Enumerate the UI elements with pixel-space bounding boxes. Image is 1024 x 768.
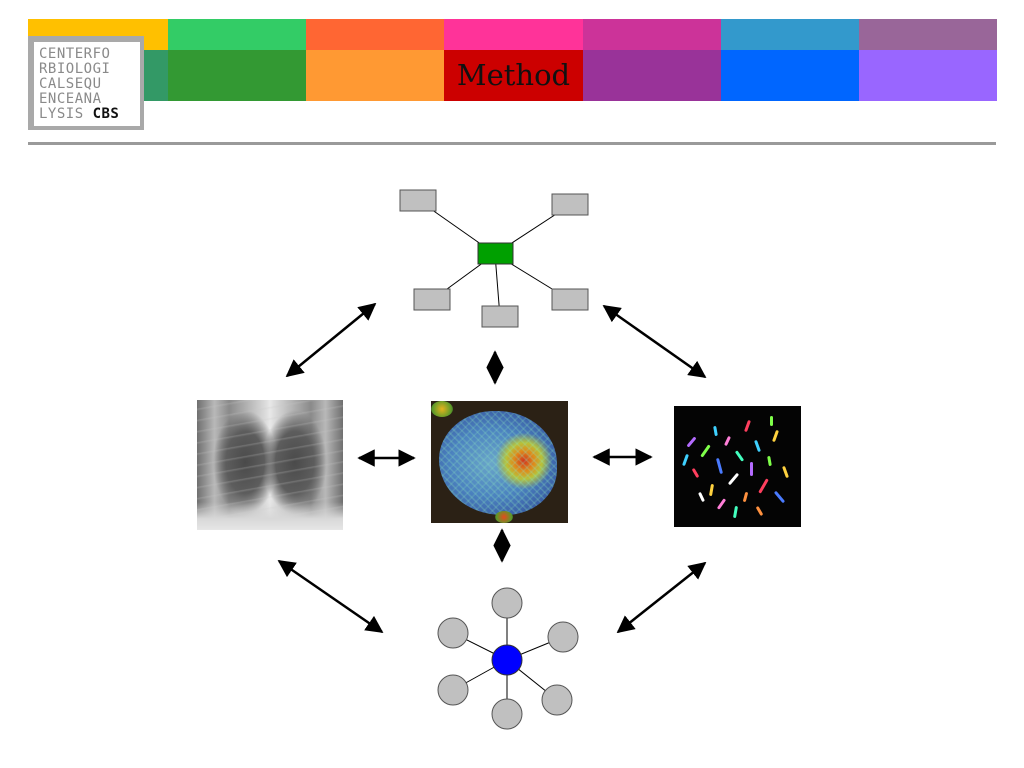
rect-hub-node [477, 242, 514, 265]
circle-node-top [491, 587, 523, 619]
header-band-bottom-2 [168, 50, 306, 101]
karyotype-image [674, 406, 801, 527]
cell-blob-top [431, 401, 453, 417]
header-band-bottom-4 [444, 50, 583, 101]
circle-node-upper-right [547, 621, 579, 653]
header-band-bottom-3 [306, 50, 444, 101]
rect-node-bottom-left [413, 288, 451, 311]
header-band-top-4 [444, 19, 583, 50]
chromosome [770, 416, 773, 426]
header-band-bottom-7 [859, 50, 997, 101]
rect-node-top-right [551, 193, 589, 216]
rect-node-bottom [481, 305, 519, 328]
page-title: Method [456, 58, 571, 92]
cbs-logo: CENTERFO RBIOLOGI CALSEQU ENCEANA LYSIS … [28, 36, 144, 130]
rect-node-bottom-right [551, 288, 589, 311]
header-band-top-7 [859, 19, 997, 50]
arrow-xray-to-rect-network [285, 302, 377, 378]
arrow-karyotype-to-circle-network [616, 561, 707, 634]
logo-line-5-text: LYSIS [39, 106, 93, 122]
rect-node-top-left [399, 189, 437, 212]
circle-node-upper-left [437, 617, 469, 649]
header-band-bottom-5 [583, 50, 721, 101]
header-band-top-2 [168, 19, 306, 50]
logo-line-2: RBIOLOGI [39, 61, 111, 77]
logo-line-4: ENCEANA [39, 91, 102, 107]
circle-node-lower-left [437, 674, 469, 706]
logo-line-5: LYSIS CBS [39, 107, 119, 121]
header-divider [28, 142, 996, 145]
xray-abdomen [197, 502, 343, 530]
circle-node-lower-right [541, 684, 573, 716]
circle-network [437, 587, 579, 730]
chest-xray-image [197, 400, 343, 530]
arrow-rect-network-to-karyotype [602, 304, 707, 379]
logo-line-3: CALSEQU [39, 76, 102, 92]
cell-blob-bottom [495, 511, 513, 523]
chromosome [750, 462, 753, 476]
rectangle-network [399, 189, 589, 328]
header-band-top-6 [721, 19, 859, 50]
cell-micrograph-image [431, 401, 568, 523]
cell-texture [439, 411, 557, 515]
logo-cbs-text: CBS [92, 106, 120, 122]
logo-line-1: CENTERFO [39, 46, 111, 62]
header-band-top-3 [306, 19, 444, 50]
header-band-bottom-6 [721, 50, 859, 101]
circle-node-bottom [491, 698, 523, 730]
cell-body [439, 411, 557, 515]
arrow-xray-to-circle-network [277, 559, 384, 634]
header-band-top-5 [583, 19, 721, 50]
circle-hub-node [491, 644, 523, 676]
